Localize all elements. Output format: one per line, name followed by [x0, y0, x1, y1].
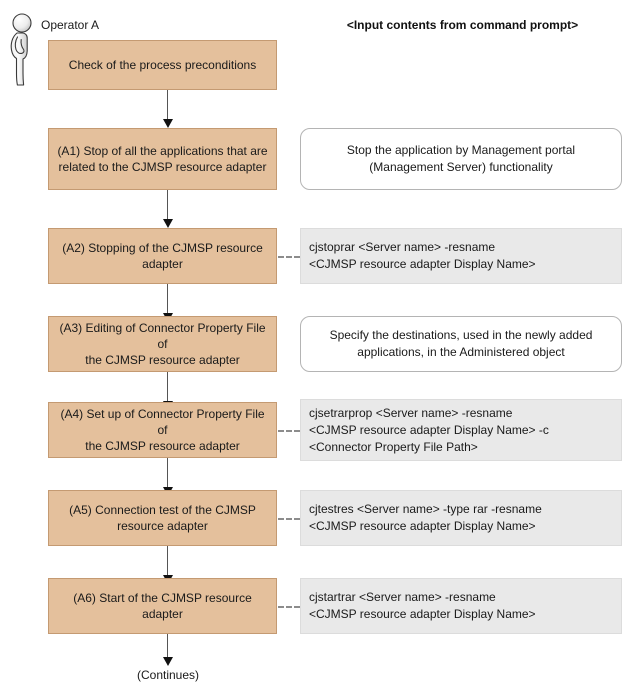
process-box-a6-text: (A6) Start of the CJMSP resource adapter	[73, 591, 252, 621]
process-box-a3-text: (A3) Editing of Connector Property File …	[59, 321, 266, 367]
note-box-a1-text: Stop the application by Management porta…	[346, 143, 576, 174]
command-box-a5: cjtestres <Server name> -type rar -resna…	[300, 490, 622, 546]
command-box-a2: cjstoprar <Server name> -resname <CJMSP …	[300, 228, 622, 284]
arrow-start-to-a1	[162, 90, 174, 128]
process-box-a5[interactable]: (A5) Connection test of the CJMSP resour…	[48, 490, 277, 546]
command-box-a4: cjsetrarprop <Server name> -resname <CJM…	[300, 399, 622, 461]
operator-lane-label: Operator A	[41, 18, 100, 32]
dashed-link-a2	[278, 256, 300, 258]
process-box-a5-text: (A5) Connection test of the CJMSP resour…	[69, 503, 256, 533]
person-standing-icon	[10, 13, 32, 86]
process-box-a2-text: (A2) Stopping of the CJMSP resource adap…	[62, 241, 263, 271]
process-box-start[interactable]: Check of the process preconditions	[48, 40, 277, 90]
input-contents-header: <Input contents from command prompt>	[346, 18, 579, 32]
command-box-a6-text: cjstartrar <Server name> -resname <CJMSP…	[309, 590, 536, 621]
command-box-a6: cjstartrar <Server name> -resname <CJMSP…	[300, 578, 622, 634]
note-box-a1: Stop the application by Management porta…	[300, 128, 622, 190]
dashed-link-a4	[278, 430, 300, 432]
process-box-a1[interactable]: (A1) Stop of all the applications that a…	[48, 128, 277, 190]
note-box-a3: Specify the destinations, used in the ne…	[300, 316, 622, 372]
process-box-start-text: Check of the process preconditions	[68, 58, 257, 72]
arrow-a6-to-continues	[162, 634, 174, 666]
process-box-a1-text: (A1) Stop of all the applications that a…	[57, 144, 268, 174]
command-box-a2-text: cjstoprar <Server name> -resname <CJMSP …	[309, 240, 536, 271]
process-box-a3[interactable]: (A3) Editing of Connector Property File …	[48, 316, 277, 372]
process-box-a4-text: (A4) Set up of Connector Property File o…	[60, 407, 265, 453]
process-box-a2[interactable]: (A2) Stopping of the CJMSP resource adap…	[48, 228, 277, 284]
dashed-link-a5	[278, 518, 300, 520]
command-box-a5-text: cjtestres <Server name> -type rar -resna…	[309, 502, 542, 533]
note-box-a3-text: Specify the destinations, used in the ne…	[329, 328, 593, 359]
dashed-link-a6	[278, 606, 300, 608]
arrow-a1-to-a2	[162, 190, 174, 228]
command-box-a4-text: cjsetrarprop <Server name> -resname <CJM…	[309, 405, 549, 454]
process-box-a4[interactable]: (A4) Set up of Connector Property File o…	[48, 402, 277, 458]
process-box-a6[interactable]: (A6) Start of the CJMSP resource adapter	[48, 578, 277, 634]
continues-label: (Continues)	[136, 668, 200, 682]
